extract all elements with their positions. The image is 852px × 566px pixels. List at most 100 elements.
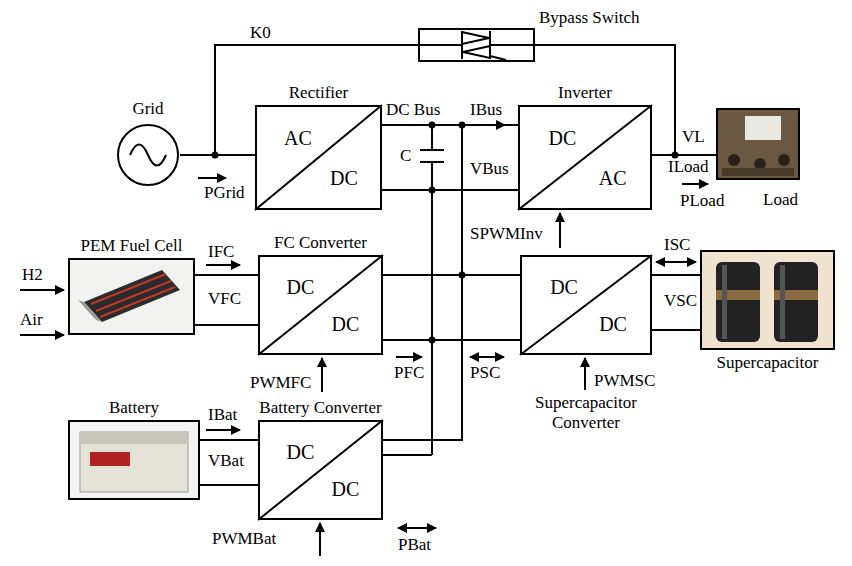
- signal-label: PBat: [398, 536, 431, 554]
- control-arrow: [321, 358, 323, 392]
- signal-label: IBat: [208, 406, 237, 424]
- battery-body: [80, 432, 188, 492]
- converter-diagonal: [258, 420, 383, 520]
- flow-arrow: [396, 356, 422, 358]
- signal-label: PWMSC: [594, 372, 655, 390]
- node-title: Battery Converter: [259, 398, 381, 418]
- flow-arrow: [682, 183, 708, 185]
- capacitor-symbol: [420, 125, 444, 190]
- photo-ground: [702, 252, 833, 348]
- ac-wave-symbol: [130, 145, 166, 166]
- desk: [722, 168, 794, 176]
- wire: [382, 189, 518, 191]
- node-title: Supercapacitor: [717, 353, 819, 373]
- rectifier-box: RectifierACDC: [255, 105, 382, 210]
- battery-badge: [90, 452, 130, 466]
- port-label: DC: [599, 313, 627, 336]
- end-plate: [78, 300, 102, 322]
- flow-arrow: [656, 261, 696, 263]
- node-title: Rectifier: [289, 83, 348, 103]
- flow-arrow: [206, 264, 240, 266]
- wire: [195, 324, 258, 326]
- battery-lid: [80, 432, 188, 444]
- junction-dot: [429, 337, 436, 344]
- source-circle: [118, 125, 178, 185]
- wire-connector: [462, 125, 520, 275]
- wire-connector: [180, 45, 418, 155]
- node-title: Grid: [132, 99, 163, 119]
- supercapacitor-illustration: [702, 252, 833, 348]
- signal-label: PWMFC: [250, 374, 311, 392]
- load-illustration: [718, 110, 798, 178]
- fuel-cell-illustration: [70, 260, 193, 333]
- projection-screen: [745, 116, 781, 140]
- flow-arrow: [398, 527, 436, 529]
- converter-diagonals: [255, 105, 652, 520]
- battery-picture: Battery: [68, 420, 200, 500]
- port-label: DC: [331, 313, 359, 336]
- converter-diagonal: [258, 255, 383, 355]
- signal-label: C: [400, 147, 411, 165]
- signal-label: PFC: [394, 364, 424, 382]
- signal-label: DC Bus: [386, 101, 440, 119]
- wire-connector: [652, 274, 700, 276]
- port-label: DC: [287, 441, 315, 464]
- signal-label: SPWMInv: [470, 225, 543, 243]
- grid-source: Grid: [116, 123, 180, 187]
- person-head: [728, 154, 740, 166]
- port-label: DC: [549, 127, 577, 150]
- flow-arrow: [470, 356, 504, 358]
- flow-arrow: [198, 177, 226, 179]
- source-circle: [116, 123, 180, 187]
- junction-dot: [429, 187, 436, 194]
- wire: [200, 484, 258, 486]
- fuel-cell-picture: PEM Fuel Cell: [68, 258, 195, 335]
- node-title: PEM Fuel Cell: [80, 236, 182, 256]
- capacitor-can: [716, 262, 760, 342]
- node-title: FC Converter: [274, 233, 367, 253]
- wire-connector: [535, 45, 716, 155]
- person-head: [754, 158, 766, 170]
- junction-dots: [212, 122, 679, 344]
- control-arrow: [584, 358, 586, 390]
- node-title: Bypass Switch: [539, 8, 640, 28]
- converter-diagonal: [518, 105, 652, 210]
- signal-label: IFC: [208, 243, 234, 261]
- signal-label: IBus: [470, 101, 502, 119]
- converter-box: Battery ConverterDCDC: [258, 420, 383, 520]
- triac-triangle: [463, 46, 490, 58]
- supercapacitor-picture: Supercapacitor: [700, 250, 835, 350]
- signal-arrows: [20, 178, 708, 556]
- node-title: Inverter: [558, 83, 612, 103]
- signal-label: H2: [22, 266, 43, 284]
- flow-arrow: [206, 429, 240, 431]
- junction-dot: [459, 122, 466, 129]
- person-head: [778, 154, 790, 166]
- signal-label: ISC: [664, 236, 690, 254]
- junction-dot: [429, 122, 436, 129]
- wire-connector: [180, 154, 255, 156]
- signal-label: PSC: [470, 364, 500, 382]
- port-label: DC: [331, 478, 359, 501]
- wire: [652, 329, 700, 331]
- wire-connector: [383, 125, 518, 440]
- port-label: DC: [550, 276, 578, 299]
- port-label: DC: [330, 167, 358, 190]
- wire: [383, 454, 432, 456]
- wire-connector: [382, 124, 518, 126]
- current-arrow: [496, 120, 506, 130]
- converter-diagonal: [255, 105, 382, 210]
- node-title: Battery: [109, 398, 159, 418]
- junction-dot: [459, 272, 466, 279]
- port-label: AC: [599, 167, 627, 190]
- signal-label: K0: [250, 24, 271, 42]
- signal-label: VL: [682, 128, 705, 146]
- wire: [383, 339, 520, 341]
- stack-stripe: [91, 274, 175, 317]
- signal-label: VBat: [208, 452, 244, 470]
- cell-stack: [84, 270, 180, 322]
- port-label: DC: [287, 276, 315, 299]
